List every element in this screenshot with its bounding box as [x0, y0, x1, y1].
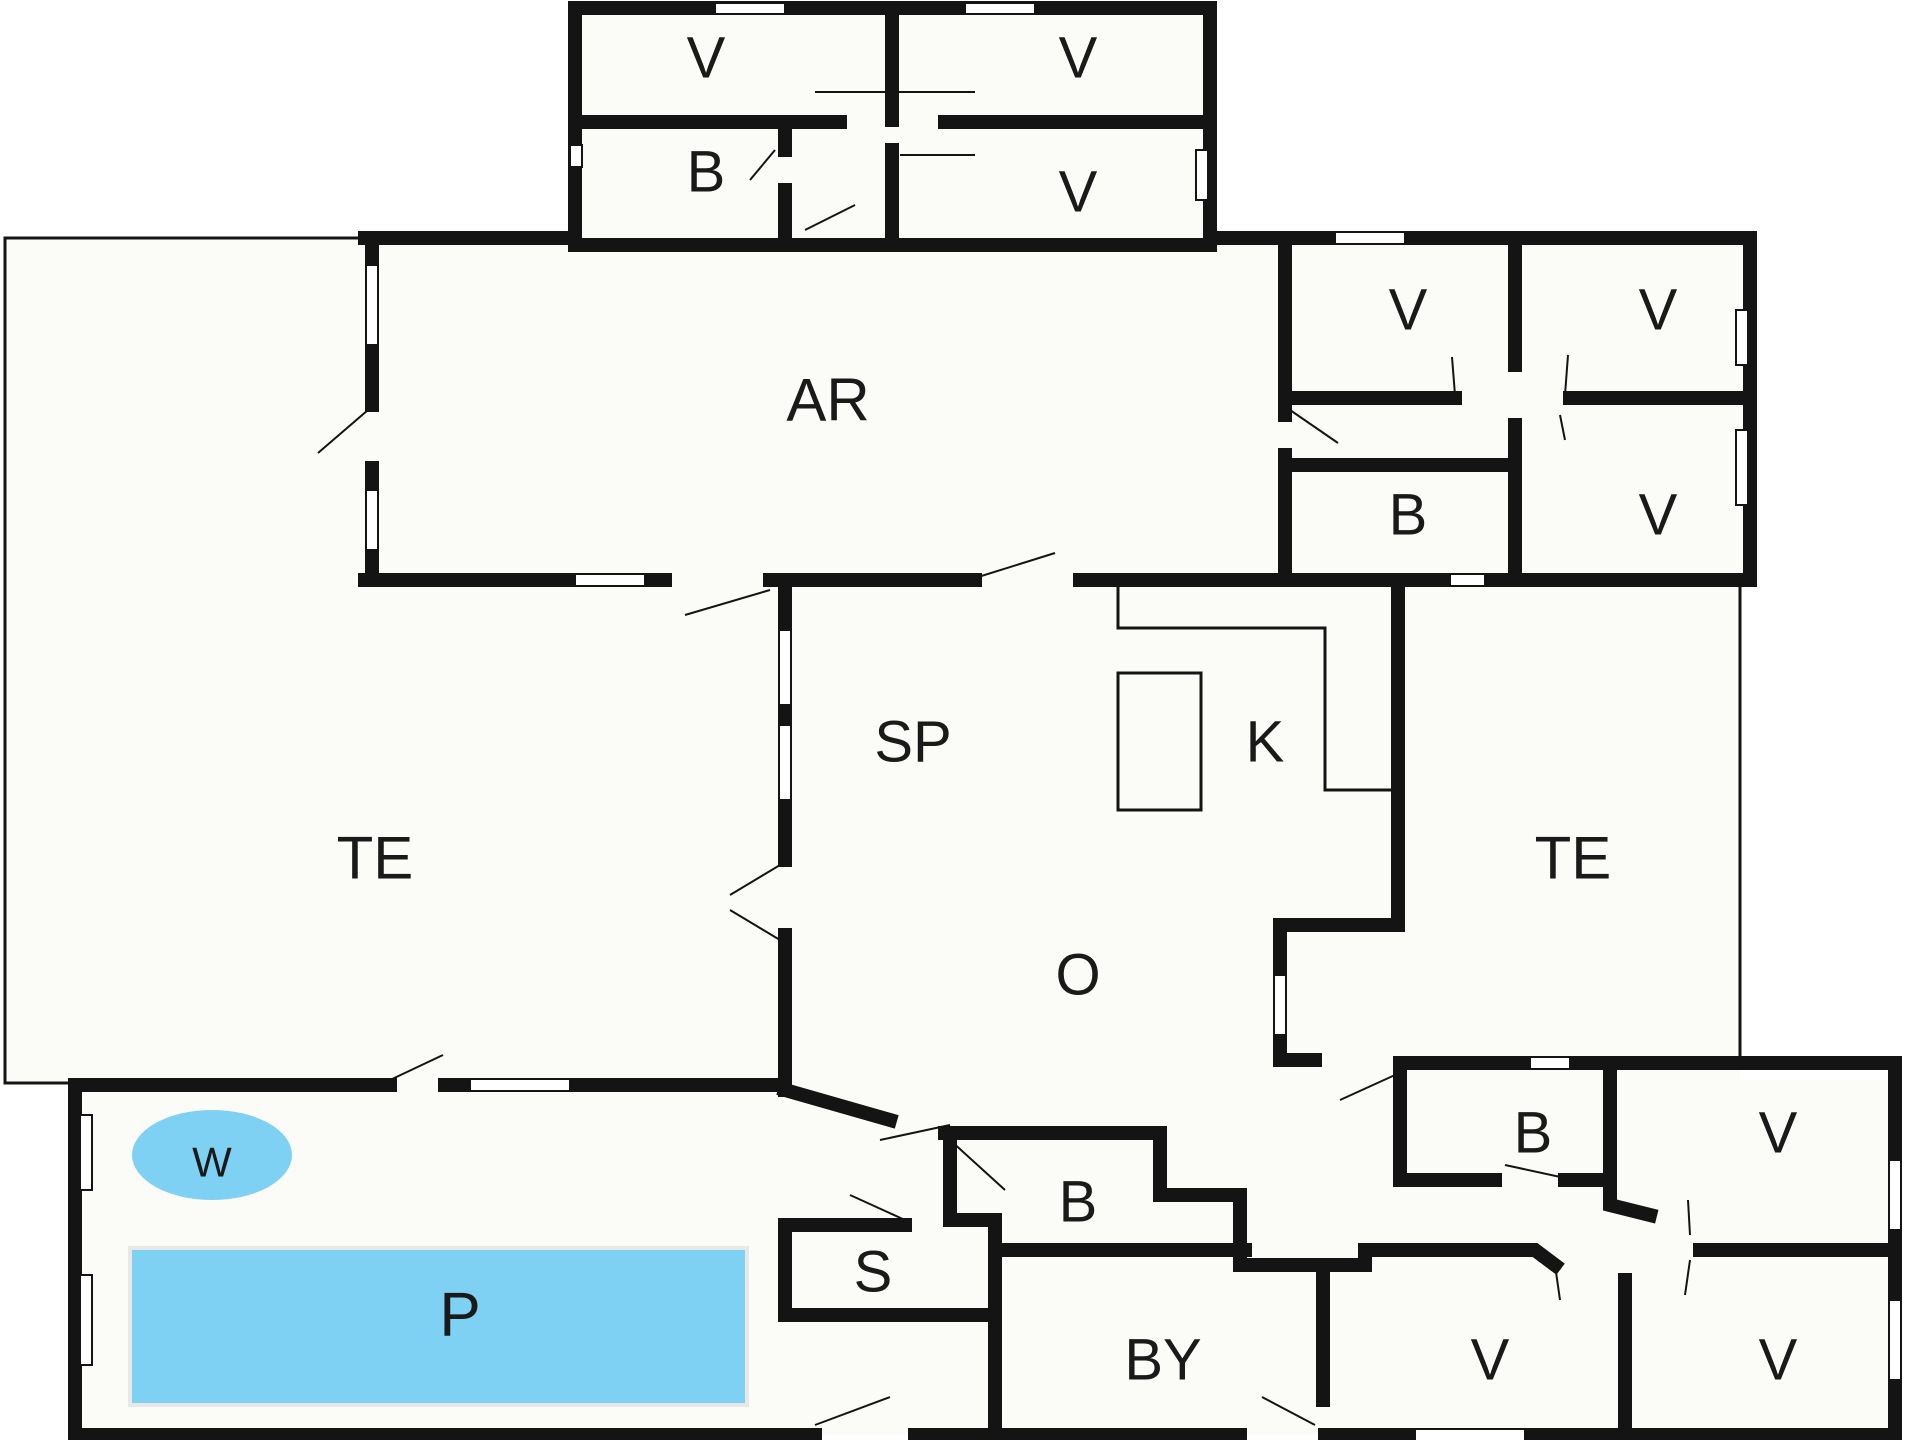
door-swing: [1554, 1264, 1561, 1301]
door-swing: [317, 409, 369, 454]
room-label-ar: AR: [786, 367, 869, 434]
window: [1888, 1299, 1902, 1381]
room-label-b2: B: [1389, 483, 1428, 548]
room-label-b1: B: [687, 140, 726, 205]
window-layer: [79, 2, 1902, 1440]
window: [964, 2, 1036, 15]
window: [1529, 1056, 1571, 1070]
pool-fixture: [128, 1246, 749, 1407]
door-swing: [1451, 356, 1456, 396]
wall-corridor-diag: [776, 1081, 899, 1129]
wall-b3-bottom: [1558, 1173, 1659, 1224]
door-swing: [1339, 1074, 1396, 1101]
room-label-p: P: [439, 1281, 480, 1350]
window: [1735, 429, 1749, 506]
room-label-b3: B: [1514, 1101, 1553, 1166]
wall-b3: [1393, 1056, 1502, 1187]
door-swing: [1504, 1164, 1566, 1179]
door-swing: [1289, 409, 1339, 444]
room-label-v8: V: [1471, 1328, 1510, 1393]
room-label-te-left: TE: [337, 825, 414, 892]
door-swing: [1559, 414, 1566, 441]
door-swing: [1684, 1259, 1691, 1296]
room-label-v7: V: [1759, 1101, 1798, 1166]
wall-layer: [3, 1, 1902, 1440]
room-label-s: S: [854, 1240, 893, 1305]
door-layer: [317, 91, 1691, 1426]
window: [778, 724, 792, 801]
window: [1414, 1428, 1526, 1440]
door-swing: [1261, 1396, 1316, 1426]
label-layer: V V B V AR V V B V TE SP K O TE B V B S …: [192, 26, 1797, 1393]
room-label-v2: V: [1059, 26, 1098, 91]
door-swing: [729, 909, 781, 941]
window: [778, 629, 792, 706]
floor-ar: [365, 238, 1285, 583]
room-label-b4: B: [1059, 1170, 1098, 1235]
wall-b4-left: [943, 1126, 1252, 1257]
window: [79, 1274, 93, 1366]
door-swing: [974, 552, 1056, 579]
door-swing: [814, 1396, 891, 1426]
whirlpool-fixture: [132, 1110, 292, 1200]
room-label-k: K: [1246, 710, 1285, 775]
room-label-w: W: [192, 1139, 232, 1186]
window: [574, 573, 646, 587]
window: [1888, 1159, 1902, 1231]
room-label-o: O: [1055, 943, 1100, 1008]
room-label-v5: V: [1639, 278, 1678, 343]
room-label-v9: V: [1759, 1328, 1798, 1393]
room-label-v1: V: [687, 26, 726, 91]
window: [1273, 974, 1287, 1036]
window: [714, 2, 786, 15]
window: [1195, 149, 1209, 201]
door-swing: [684, 589, 771, 616]
door-swing: [729, 864, 781, 896]
terrace-left-outline: [3, 236, 365, 1085]
window: [365, 489, 379, 551]
window: [79, 1114, 93, 1191]
door-swing: [804, 204, 856, 231]
door-swing: [389, 1054, 444, 1081]
wall-s-room: [778, 1218, 997, 1322]
window: [569, 144, 583, 168]
kitchen-counter-outline: [1116, 585, 1395, 792]
room-label-v6: V: [1639, 483, 1678, 548]
door-swing: [1687, 1199, 1691, 1236]
door-swing: [749, 149, 776, 181]
door-swing: [949, 1139, 1006, 1191]
kitchen-island: [1116, 671, 1203, 812]
room-label-by: BY: [1124, 1328, 1201, 1393]
window: [365, 264, 379, 346]
wall-corridor-b4: [938, 1126, 1565, 1275]
room-label-sp: SP: [874, 710, 951, 775]
door-swing: [1564, 354, 1569, 396]
door-swing: [849, 1194, 906, 1221]
floor-terrace-left-lower: [365, 580, 785, 1085]
window: [1449, 573, 1486, 587]
floor-terrace-left: [5, 238, 365, 1083]
room-label-te-right: TE: [1535, 825, 1612, 892]
window: [469, 1078, 571, 1092]
wall-south-outer: [68, 1078, 822, 1440]
wall-kitchen-right: [1273, 573, 1405, 1067]
room-label-v4: V: [1389, 278, 1428, 343]
door-swing: [879, 1124, 951, 1141]
floor-terrace-right: [1395, 580, 1740, 1080]
window: [1735, 309, 1749, 366]
room-label-v3: V: [1059, 160, 1098, 225]
window: [1334, 231, 1406, 245]
fixture-layer: [128, 1110, 749, 1407]
